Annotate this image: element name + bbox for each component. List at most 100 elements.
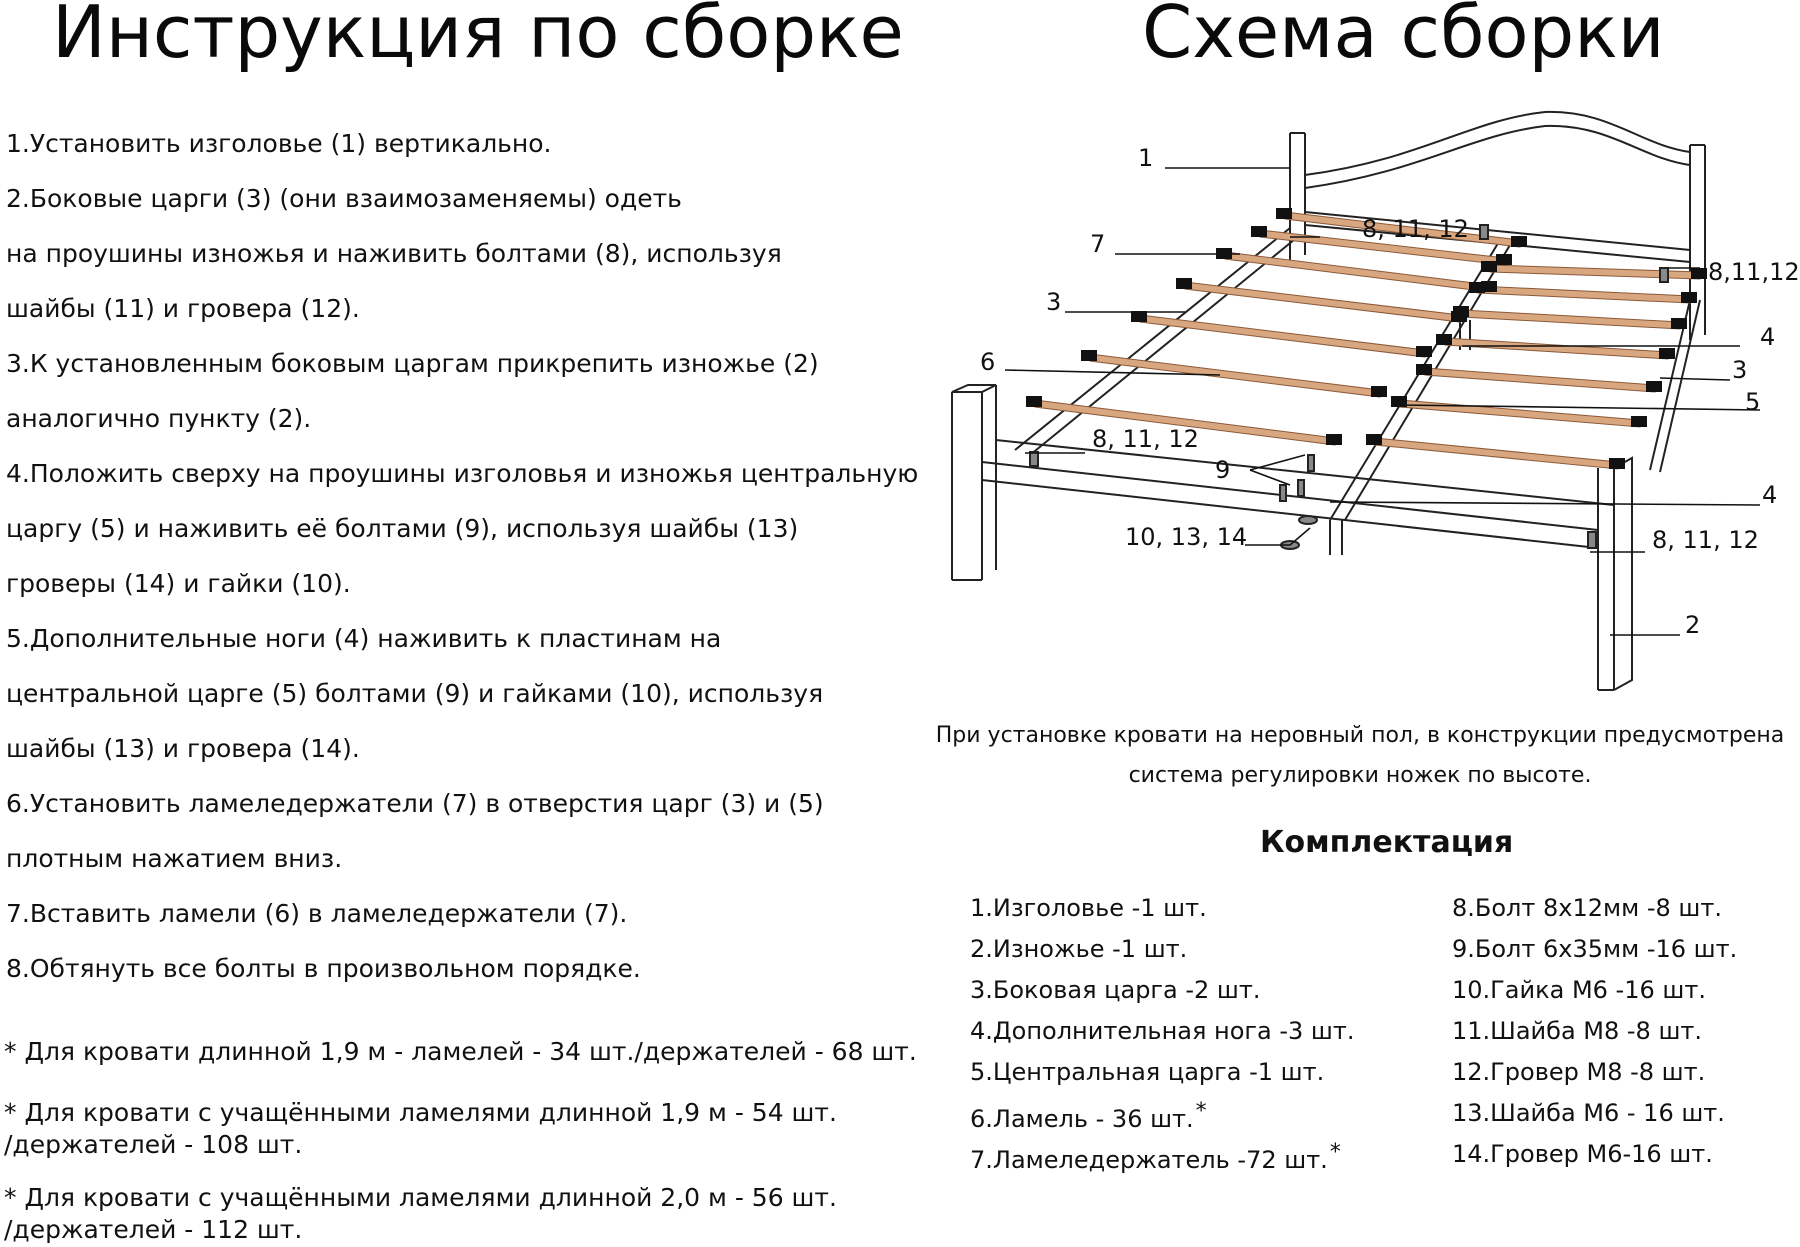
headboard-arch-inner [1304, 124, 1691, 189]
slat-left-1 [1089, 353, 1381, 398]
slat-right-5 [1477, 285, 1691, 304]
step-line-15: 7.Вставить ламели (6) в ламеледержатели … [6, 899, 628, 928]
bolt-icon [1479, 224, 1489, 240]
kit-item-5: 5.Центральная царга -1 шт. [970, 1058, 1325, 1086]
washer-icon [1298, 515, 1318, 525]
label-nuts: 10, 13, 14 [1125, 523, 1247, 551]
step-line-14: плотным нажатием вниз. [6, 844, 343, 873]
slats [1034, 211, 1701, 470]
slat-right-0 [1374, 437, 1619, 470]
label-part-9: 9 [1215, 456, 1230, 484]
kit-item-7-text: 7.Ламеледержатель -72 шт. [970, 1146, 1328, 1174]
slat-holder-left-3-0 [1176, 278, 1192, 289]
step-line-4: шайбы (11) и гровера (12). [6, 294, 360, 323]
slat-holder-left-0-0 [1026, 396, 1042, 407]
leader-lines [1004, 167, 1761, 636]
step-line-9: гроверы (14) и гайки (10). [6, 569, 351, 598]
slat-holder-right-5-1 [1681, 292, 1697, 303]
kit-item-8: 8.Болт 8х12мм -8 шт. [1452, 894, 1722, 922]
instructions-title: Инструкция по сборке [52, 0, 904, 74]
footboard-post-right [1597, 456, 1633, 691]
bed-assembly-diagram: 1 7 3 6 8, 11, 12 8,11,12 4 3 5 8, 11, 1… [951, 110, 1800, 691]
kit-item-6: 6.Ламель - 36 шт.* [970, 1099, 1207, 1133]
slat-holder-left-2-0 [1131, 311, 1147, 322]
slat-holder-left-1-1 [1371, 386, 1387, 397]
asterisk-mark: * [1329, 1140, 1341, 1165]
bolt-icon [1587, 531, 1597, 549]
slat-holder-right-5-0 [1469, 282, 1485, 293]
step-line-11: центральной царге (5) болтами (9) и гайк… [6, 679, 824, 708]
slat-holder-right-0-1 [1609, 458, 1625, 469]
kit-title: Комплектация [1260, 825, 1514, 860]
step-line-2: 2.Боковые царги (3) (они взаимозаменяемы… [6, 184, 682, 213]
bolt-icon [1297, 479, 1305, 497]
step-line-5: 3.К установленным боковым царгам прикреп… [6, 349, 819, 378]
kit-item-11: 11.Шайба М8 -8 шт. [1452, 1017, 1703, 1045]
slat-holders [1026, 208, 1707, 469]
label-part-3-right: 3 [1732, 356, 1747, 384]
step-line-3: на проушины изножья и наживить болтами (… [6, 239, 782, 268]
slat-holder-right-2-1 [1646, 381, 1662, 392]
bolt-icon [1279, 484, 1287, 502]
slat-holder-left-4-1 [1481, 281, 1497, 292]
kit-item-9: 9.Болт 6х35мм -16 шт. [1452, 935, 1738, 963]
slat-left-2 [1139, 314, 1426, 358]
step-line-16: 8.Обтянуть все болты в произвольном поря… [6, 954, 641, 983]
note-2: * Для кровати с учащёнными ламелями длин… [4, 1098, 837, 1127]
kit-item-1: 1.Изголовье -1 шт. [970, 894, 1207, 922]
slat-holder-right-2-0 [1416, 364, 1432, 375]
scheme-title: Схема сборки [1142, 0, 1665, 74]
note-1: * Для кровати длинной 1,9 м - ламелей - … [4, 1037, 917, 1066]
kit-item-4: 4.Дополнительная нога -3 шт. [970, 1017, 1355, 1045]
side-rail-left [1014, 227, 1301, 456]
label-bolts-right: 8,11,12 [1708, 258, 1800, 286]
slat-holder-left-6-0 [1276, 208, 1292, 219]
slat-right-4 [1461, 309, 1681, 330]
step-line-10: 5.Дополнительные ноги (4) наживить к пла… [6, 624, 722, 653]
label-bolts-top: 8, 11, 12 [1362, 215, 1469, 243]
slat-right-3 [1444, 337, 1669, 360]
slat-holder-right-4-0 [1453, 306, 1469, 317]
label-part-7: 7 [1090, 230, 1105, 258]
step-line-12: шайбы (13) и гровера (14). [6, 734, 360, 763]
note-3-cont: /держателей - 112 шт. [4, 1215, 303, 1244]
slat-holder-right-1-0 [1391, 396, 1407, 407]
kit-item-2: 2.Изножье -1 шт. [970, 935, 1188, 963]
kit-item-13: 13.Шайба М6 - 16 шт. [1452, 1099, 1725, 1127]
slat-holder-right-3-1 [1659, 348, 1675, 359]
slat-holder-right-1-1 [1631, 416, 1647, 427]
step-line-6: аналогично пункту (2). [6, 404, 312, 433]
step-line-8: царгу (5) и наживить её болтами (9), исп… [6, 514, 799, 543]
headboard-post-right [1689, 144, 1706, 340]
bolt-icon [1659, 267, 1669, 283]
kit-item-14: 14.Гровер М6-16 шт. [1452, 1140, 1713, 1168]
bolt-icon [1307, 454, 1315, 472]
bed-frame [951, 110, 1706, 691]
slat-holder-right-6-0 [1481, 261, 1497, 272]
kit-item-12: 12.Гровер М8 -8 шт. [1452, 1058, 1706, 1086]
slat-holder-left-6-1 [1511, 236, 1527, 247]
slat-holder-left-5-1 [1496, 254, 1512, 265]
slat-holder-left-2-1 [1416, 346, 1432, 357]
caption-line-1: При установке кровати на неровный пол, в… [935, 723, 1785, 748]
extra-leg-front [1329, 520, 1343, 555]
bolt-icon [1029, 451, 1039, 467]
step-line-13: 6.Установить ламеледержатели (7) в отвер… [6, 789, 824, 818]
label-bolts-bottom: 8, 11, 12 [1652, 526, 1759, 554]
slat-left-3 [1184, 281, 1461, 323]
label-part-5: 5 [1745, 388, 1760, 416]
asterisk-mark: * [1195, 1099, 1207, 1124]
slat-right-2 [1424, 367, 1656, 393]
step-line-1: 1.Установить изголовье (1) вертикально. [6, 129, 552, 158]
caption-line-2: система регулировки ножек по высоте. [1128, 763, 1592, 788]
kit-item-7: 7.Ламеледержатель -72 шт.* [970, 1140, 1341, 1174]
slat-holder-right-4-1 [1671, 318, 1687, 329]
kit-item-3: 3.Боковая царга -2 шт. [970, 976, 1261, 1004]
label-part-2: 2 [1685, 611, 1700, 639]
note-2-cont: /держателей - 108 шт. [4, 1130, 303, 1159]
footboard-rail-top [981, 461, 1599, 549]
slat-holder-left-0-1 [1326, 434, 1342, 445]
kit-item-6-text: 6.Ламель - 36 шт. [970, 1105, 1194, 1133]
headboard-arch-top [1304, 110, 1691, 176]
slat-holder-left-5-0 [1251, 226, 1267, 237]
